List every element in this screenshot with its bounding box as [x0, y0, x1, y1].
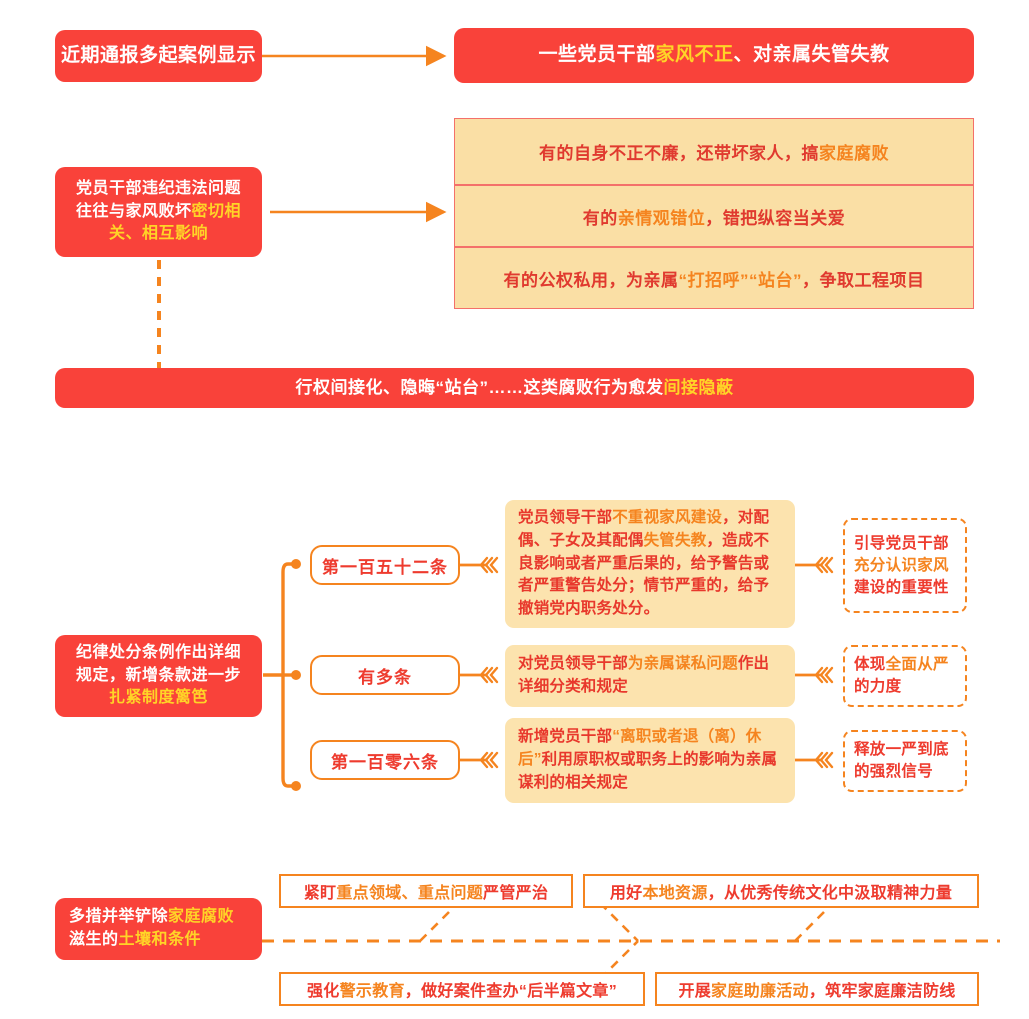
section2-row1-pre: 有的自身不正不廉，还带坏家人，搞 — [539, 144, 819, 163]
s4l1hl: 家庭腐败 — [168, 908, 235, 926]
m1post: 严管严治 — [483, 885, 549, 902]
section3-left-line1: 纪律处分条例作出详细 — [75, 643, 241, 661]
section1-banner-pre: 一些党员干部 — [538, 44, 656, 66]
section2-row-1: 有的自身不正不廉，还带坏家人，搞家庭腐败 — [454, 118, 974, 185]
section3-outcome-2-text: 体现全面从严的力度 — [854, 654, 956, 698]
section3-card-1: 党员领导干部不重视家风建设，对配偶、子女及其配偶失管失教，造成不良影响或者严重后… — [505, 500, 795, 628]
section4-measure-3: 强化警示教育，做好案件查办“后半篇文章” — [279, 972, 645, 1006]
section3-outcome-3-text: 释放一严到底的强烈信号 — [854, 739, 956, 783]
section1-source-text: 近期通报多起案例显示 — [60, 44, 256, 66]
section3-outcome-1: 引导党员干部充分认识家风建设的重要性 — [843, 518, 967, 613]
c3s2: 利用原职权或职务上的影响为亲属谋利的相关规定 — [518, 751, 778, 791]
section4-measure-4: 开展家庭助廉活动，筑牢家庭廉洁防线 — [655, 972, 979, 1006]
s4l2pre: 滋生的 — [69, 931, 119, 948]
section2-row3-highlight: “打招呼”“站台” — [678, 270, 802, 290]
section2-row-2: 有的亲情观错位，错把纵容当关爱 — [454, 185, 974, 247]
section3-outcome-3: 释放一严到底的强烈信号 — [843, 730, 967, 792]
s4l1pre: 多措并举铲除 — [69, 908, 169, 926]
section3-outcome-2: 体现全面从严的力度 — [843, 645, 967, 707]
section2-left-line1: 党员干部违纪违法问题 — [75, 179, 241, 197]
c2s1: 为亲属谋私问题 — [627, 655, 738, 673]
section2-bottom-highlight: 间接隐蔽 — [663, 377, 734, 397]
section2-bottom-pre: 行权间接化、隐晦“站台”……这类腐败行为愈发 — [295, 377, 664, 397]
c1s3: 失管失教 — [643, 531, 707, 549]
m3hl: 警示教育 — [339, 983, 405, 1000]
section2-left-line3: 关、相互影响 — [108, 225, 208, 243]
section2-left-line2-highlight: 密切相 — [191, 202, 242, 220]
section3-card-3: 新增党员干部“离职或者退（离）休后”利用原职权或职务上的影响为亲属谋利的相关规定 — [505, 718, 795, 803]
section3-card-2: 对党员领导干部为亲属谋私问题作出详细分类和规定 — [505, 645, 795, 707]
c1s0: 党员领导干部 — [518, 509, 613, 527]
section3-left-box: 纪律处分条例作出详细 规定，新增条款进一步 扎紧制度篱笆 — [55, 635, 262, 717]
section2-left-line2-pre: 往往与家风败坏 — [75, 202, 192, 220]
m2post: ，从优秀传统文化中汲取精神力量 — [707, 885, 953, 902]
section2-row1-highlight: 家庭腐败 — [819, 144, 889, 163]
c2s2: 作出详细分类和规定 — [518, 655, 770, 695]
m4pre: 开展 — [678, 983, 712, 1000]
section3-pill-2-label: 有多条 — [358, 667, 412, 687]
o1pre: 引导党员干部 — [854, 534, 949, 552]
section2-row3-pre: 有的公权私用，为亲属 — [503, 270, 679, 290]
section1-banner: 一些党员干部家风不正、对亲属失管失教 — [454, 28, 974, 83]
c3s1: “离职或者退（离）休后” — [518, 728, 762, 769]
o2pre: 体现 — [854, 656, 886, 673]
m2hl: 本地资源 — [642, 885, 708, 902]
section2-row-3: 有的公权私用，为亲属“打招呼”“站台”，争取工程项目 — [454, 247, 974, 309]
section2-row2-pre: 有的 — [582, 208, 618, 228]
m3post: ，做好案件查办“后半篇文章” — [404, 983, 617, 1000]
section2-left-box: 党员干部违纪违法问题 往往与家风败坏密切相 关、相互影响 — [55, 167, 262, 257]
m1hl: 重点领域、重点问题 — [336, 885, 484, 902]
section3-pill-3[interactable]: 第一百零六条 — [310, 740, 460, 780]
section3-outcome-1-text: 引导党员干部充分认识家风建设的重要性 — [854, 533, 956, 599]
section3-pill-1-label: 第一百五十二条 — [322, 557, 448, 577]
section3-pill-2[interactable]: 有多条 — [310, 655, 460, 695]
o2hl: 全面从严 — [885, 656, 949, 673]
section4-measure-1: 紧盯重点领域、重点问题严管严治 — [279, 874, 573, 908]
c3s0: 新增党员干部 — [518, 728, 613, 746]
section3-left-line2: 规定，新增条款进一步 — [75, 666, 241, 684]
section2-row2-highlight: 亲情观错位 — [617, 208, 706, 228]
section3-card-1-text: 党员领导干部不重视家风建设，对配偶、子女及其配偶失管失教，造成不良影响或者严重后… — [518, 507, 783, 621]
o3post: 的强烈信号 — [854, 763, 934, 780]
section2-row3-post: ，争取工程项目 — [802, 270, 925, 290]
c2s0: 对党员领导干部 — [518, 655, 628, 673]
section1-banner-highlight: 家风不正 — [655, 44, 734, 66]
section4-measure-2: 用好本地资源，从优秀传统文化中汲取精神力量 — [583, 874, 979, 908]
section4-left-line1: 多措并举铲除家庭腐败 — [69, 906, 234, 929]
section3-left-line3: 扎紧制度篱笆 — [108, 689, 208, 707]
c1s2: ，对配偶、子女及其配偶 — [518, 509, 770, 549]
section3-pill-1[interactable]: 第一百五十二条 — [310, 545, 460, 585]
section2-bottom-banner: 行权间接化、隐晦“站台”……这类腐败行为愈发间接隐蔽 — [55, 368, 974, 408]
o1post: 建设的重要性 — [854, 578, 949, 596]
m4post: ，筑牢家庭廉洁防线 — [808, 983, 956, 1000]
c1s1: 不重视家风建设 — [612, 509, 723, 527]
s4l2hl: 土壤和条件 — [118, 931, 202, 948]
section4-left-line2: 滋生的土壤和条件 — [69, 929, 201, 952]
section2-left-line2: 往往与家风败坏密切相 — [76, 201, 241, 224]
section4-left-box: 多措并举铲除家庭腐败 滋生的土壤和条件 — [55, 898, 262, 960]
section3-card-3-text: 新增党员干部“离职或者退（离）休后”利用原职权或职务上的影响为亲属谋利的相关规定 — [518, 726, 783, 794]
m2pre: 用好 — [609, 885, 643, 902]
o1hl: 充分认识家风 — [854, 556, 949, 574]
m4hl: 家庭助廉活动 — [711, 983, 809, 1000]
m1pre: 紧盯 — [303, 885, 337, 902]
section2-row2-post: ，错把纵容当关爱 — [705, 208, 846, 228]
o2post: 的力度 — [854, 678, 902, 695]
o3pre: 释放一严到底 — [854, 741, 949, 758]
section1-source-label: 近期通报多起案例显示 — [55, 30, 262, 82]
section1-banner-post: 、对亲属失管失教 — [733, 44, 890, 66]
m3pre: 强化 — [306, 983, 340, 1000]
c1s4: ，造成不良影响或者严重后果的，给予警告或者严重警告处分；情节严重的，给予撤销党内… — [518, 531, 770, 618]
section3-card-2-text: 对党员领导干部为亲属谋私问题作出详细分类和规定 — [518, 653, 783, 699]
section3-pill-3-label: 第一百零六条 — [331, 752, 439, 772]
